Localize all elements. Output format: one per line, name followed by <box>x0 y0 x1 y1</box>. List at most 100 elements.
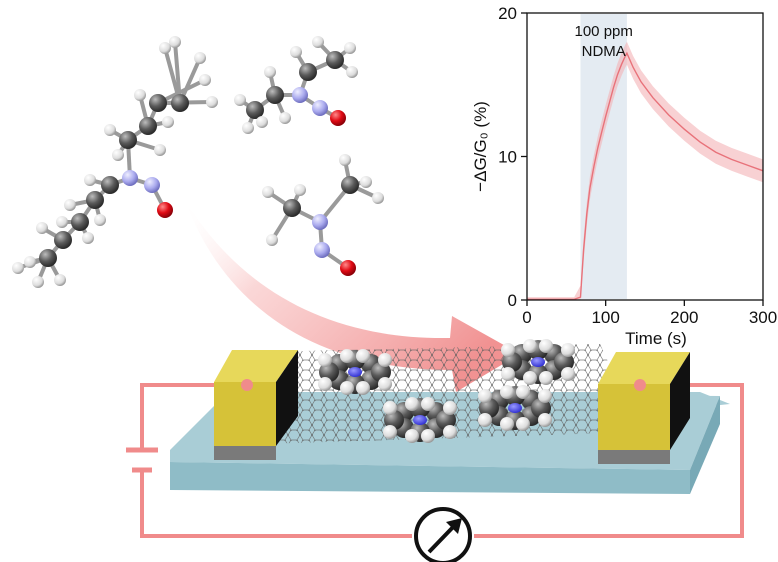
hydrogen-atom <box>94 214 106 226</box>
carbon-atom <box>283 199 301 217</box>
hydrogen-atom <box>294 184 306 196</box>
nitrogen-atom <box>312 214 328 230</box>
hydrogen-atom <box>523 339 537 353</box>
annotation-analyte: NDMA <box>582 43 626 60</box>
metal-phthalocyanine <box>318 349 392 395</box>
hydrogen-atom <box>162 116 174 128</box>
hydrogen-atom <box>206 96 218 108</box>
hydrogen-atom <box>346 66 358 78</box>
hydrogen-atom <box>64 199 76 211</box>
y-tick-label: 10 <box>498 148 517 167</box>
carbon-atom <box>119 131 137 149</box>
carbon-atom <box>479 398 499 418</box>
hydrogen-atom <box>516 417 530 431</box>
circuit-wire <box>140 383 744 538</box>
metal-center <box>508 403 522 413</box>
carbon-atom <box>149 94 167 112</box>
metal-center <box>348 367 362 377</box>
carbon-atom <box>319 362 339 382</box>
y-axis-label: −ΔG/G₀ (%) <box>471 101 490 192</box>
carbon-atom <box>246 101 264 119</box>
hydrogen-atom <box>405 397 419 411</box>
hydrogen-atom <box>421 429 435 443</box>
hydrogen-atom <box>104 124 116 136</box>
hydrogen-atom <box>256 116 268 128</box>
hydrogen-atom <box>443 425 457 439</box>
nitrogen-atom <box>144 177 160 193</box>
hydrogen-atom <box>266 234 278 246</box>
device <box>126 339 744 562</box>
hydrogen-atom <box>516 385 530 399</box>
carbon-atom <box>86 191 104 209</box>
hydrogen-atom <box>344 42 356 54</box>
hydrogen-atom <box>561 367 575 381</box>
metal-center <box>413 415 427 425</box>
contact-point <box>634 379 646 391</box>
carbon-atom <box>341 176 359 194</box>
ammeter-symbol <box>414 507 472 562</box>
annotation-concentration: 100 ppm <box>575 23 633 40</box>
hydrogen-atom <box>383 401 397 415</box>
hydrogen-atom <box>340 349 354 363</box>
hydrogen-atom <box>24 256 36 268</box>
x-tick-label: 100 <box>591 308 619 327</box>
hydrogen-atom <box>478 413 492 427</box>
hydrogen-atom <box>501 367 515 381</box>
oxygen-atom <box>330 110 346 126</box>
metal-phthalocyanine <box>478 385 552 431</box>
hydrogen-atom <box>356 381 370 395</box>
carbon-atom <box>139 117 157 135</box>
hydrogen-atom <box>340 381 354 395</box>
carbon-atom <box>326 51 344 69</box>
oxygen-atom <box>157 202 173 218</box>
battery-symbol <box>126 447 158 473</box>
hydrogen-atom <box>378 353 392 367</box>
hydrogen-atom <box>312 36 324 48</box>
carbon-atom <box>371 362 391 382</box>
hydrogen-atom <box>234 94 246 106</box>
x-tick-label: 0 <box>522 308 531 327</box>
hydrogen-atom <box>538 389 552 403</box>
carbon-atom <box>502 352 522 372</box>
carbon-atom <box>299 63 317 81</box>
molecules <box>12 36 384 288</box>
hydrogen-atom <box>82 232 94 244</box>
carbon-atom <box>266 86 284 104</box>
hydrogen-atom <box>523 371 537 385</box>
carbon-atom <box>554 352 574 372</box>
molecule-dibutylnitrosamine <box>12 36 218 288</box>
carbon-atom <box>71 213 89 231</box>
hydrogen-atom <box>561 343 575 357</box>
error-band <box>527 41 763 300</box>
molecule-diethylnitrosamine <box>234 36 358 134</box>
hydrogen-atom <box>501 343 515 357</box>
x-tick-label: 300 <box>749 308 777 327</box>
y-tick-label: 0 <box>508 291 517 310</box>
hydrogen-atom <box>539 371 553 385</box>
hydrogen-atom <box>12 262 24 274</box>
hydrogen-atom <box>279 112 291 124</box>
metal-phthalocyanine <box>383 397 457 443</box>
metal-phthalocyanines <box>318 339 575 443</box>
hydrogen-atom <box>356 349 370 363</box>
hydrogen-atom <box>242 122 254 134</box>
substrate-front <box>170 462 690 494</box>
hydrogen-atom <box>339 154 351 166</box>
oxygen-atom <box>340 260 356 276</box>
carbon-atom <box>171 94 189 112</box>
metal-phthalocyanine <box>501 339 575 385</box>
hydrogen-atom <box>159 42 171 54</box>
x-tick-label: 200 <box>670 308 698 327</box>
hydrogen-atom <box>290 46 302 58</box>
carbon-atom <box>39 249 57 267</box>
left-electrode <box>214 350 298 460</box>
right-electrode <box>598 352 690 464</box>
carbon-atom <box>531 398 551 418</box>
hydrogen-atom <box>405 429 419 443</box>
carbon-atom <box>101 176 119 194</box>
hydrogen-atom <box>32 276 44 288</box>
nitrogen-atom <box>314 242 330 258</box>
hydrogen-atom <box>500 417 514 431</box>
